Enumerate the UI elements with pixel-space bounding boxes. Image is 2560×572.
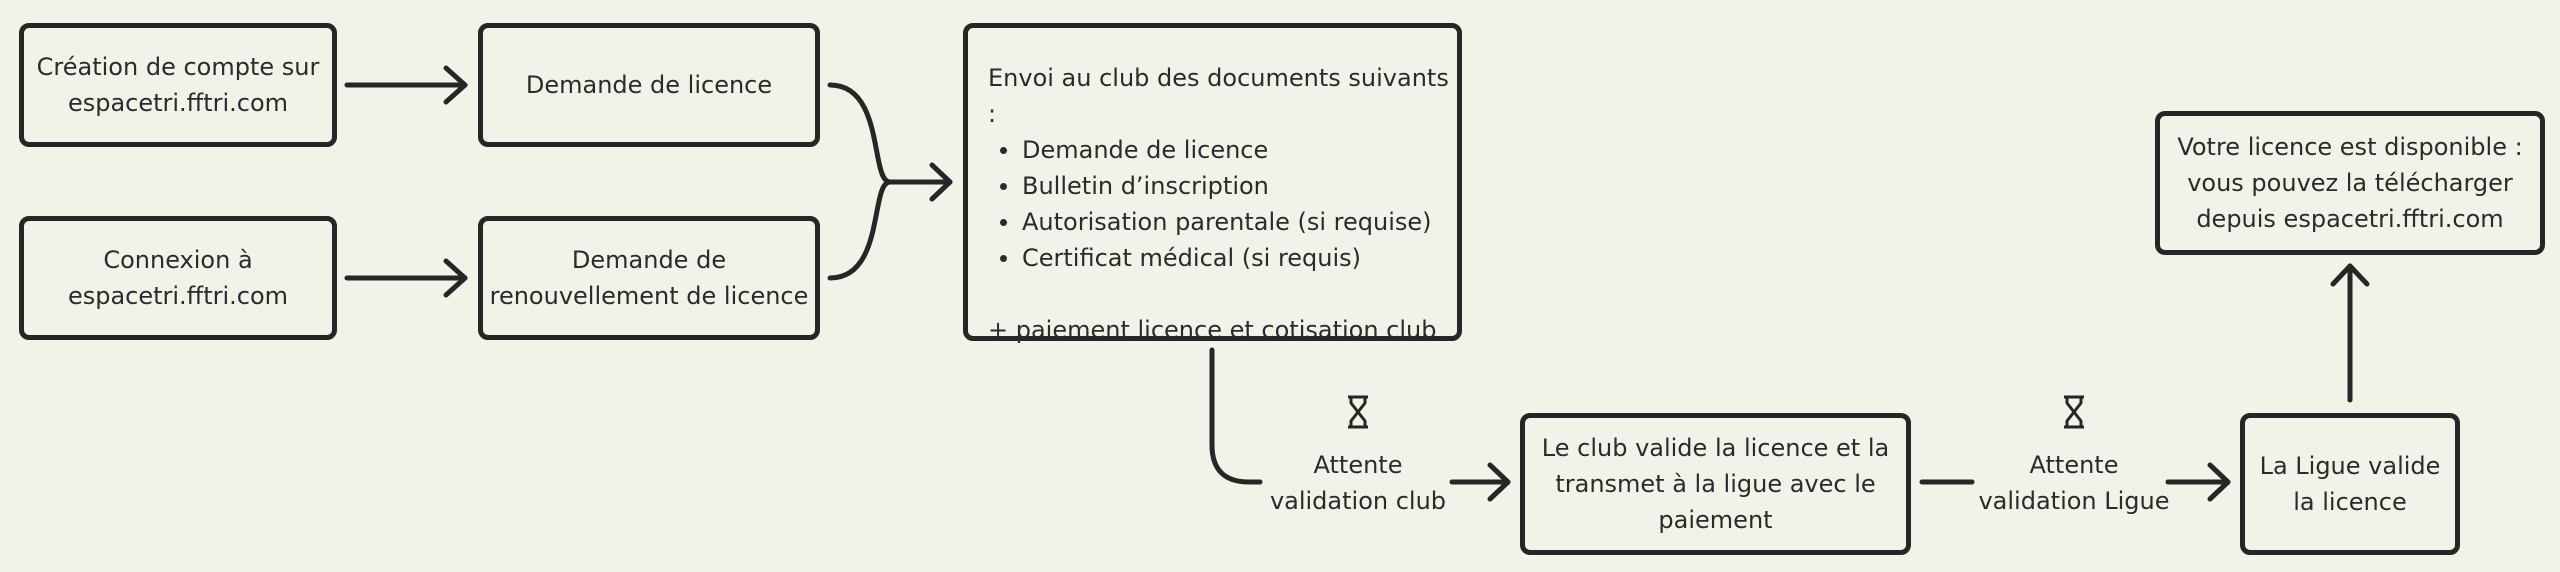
arrowhead [443, 65, 468, 105]
node-line: Le club valide la licence et la [1541, 434, 1890, 462]
docs-list-item: Bulletin d’inscription [1000, 168, 1457, 204]
node-line: renouvellement de licence [489, 282, 809, 310]
wait-club-label: Attente validation club [1258, 447, 1458, 519]
wait-line: validation Ligue [1978, 487, 2170, 515]
node-line: Création de compte sur [36, 53, 320, 81]
node-line: transmet à la ligue avec le [1555, 470, 1876, 498]
node-creation-compte: Création de compte sur espacetri.fftri.c… [19, 23, 337, 147]
arrowhead [929, 162, 953, 202]
docs-footer: + paiement licence et cotisation club [988, 316, 1437, 344]
node-line: La Ligue valide [2259, 452, 2441, 480]
wait-line: Attente [1313, 451, 1403, 479]
arrowhead [2330, 263, 2370, 287]
node-line: depuis espacetri.fftri.com [2196, 205, 2504, 233]
node-line: Connexion à [103, 246, 253, 274]
merge-top-connector [827, 82, 893, 185]
node-connexion: Connexion à espacetri.fftri.com [19, 216, 337, 340]
node-demande-licence: Demande de licence [478, 23, 820, 147]
hourglass-icon [1348, 395, 1368, 429]
node-club-valide: Le club valide la licence et la transmet… [1520, 413, 1911, 555]
node-line: la licence [2293, 488, 2407, 516]
node-line: Demande de [571, 246, 727, 274]
docs-list-item: Autorisation parentale (si requise) [1000, 204, 1457, 240]
node-line: espacetri.fftri.com [67, 282, 289, 310]
hourglass-icon [2064, 395, 2084, 429]
docs-list: Demande de licence Bulletin d’inscriptio… [988, 132, 1457, 276]
wait-line: Attente [2029, 451, 2119, 479]
node-line: espacetri.fftri.com [67, 89, 289, 117]
docs-list-item: Demande de licence [1000, 132, 1457, 168]
docs-heading: Envoi au club des documents suivants : [988, 64, 1449, 128]
node-licence-disponible: Votre licence est disponible : vous pouv… [2155, 111, 2545, 255]
node-ligue-valide: La Ligue valide la licence [2240, 413, 2460, 555]
node-line: Votre licence est disponible : [2177, 133, 2523, 161]
node-line: Demande de licence [525, 71, 773, 99]
arrowhead [2207, 462, 2231, 502]
arrowhead [1487, 462, 1511, 502]
node-renouvellement: Demande de renouvellement de licence [478, 216, 820, 340]
connector-envoi-wait [1209, 347, 1263, 485]
merge-bottom-connector [827, 179, 893, 281]
wait-line: validation club [1269, 487, 1447, 515]
node-line: paiement [1658, 506, 1773, 534]
arrowhead [443, 258, 468, 298]
node-envoi-documents: Envoi au club des documents suivants : D… [963, 23, 1462, 344]
docs-list-item: Certificat médical (si requis) [1000, 240, 1457, 276]
wait-ligue-label: Attente validation Ligue [1965, 447, 2183, 519]
node-line: vous pouvez la télécharger [2187, 169, 2513, 197]
